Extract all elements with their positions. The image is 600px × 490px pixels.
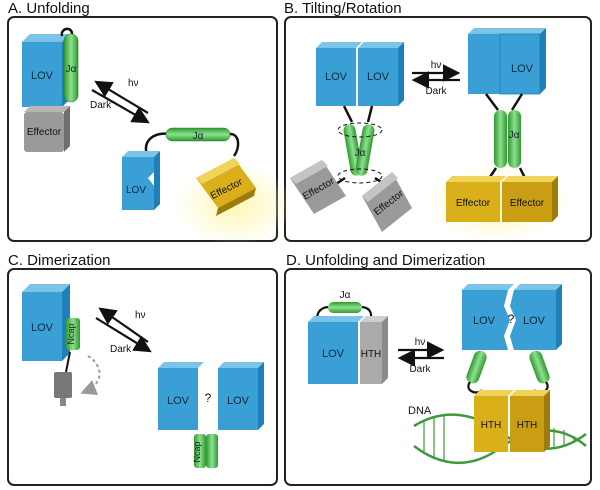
hth-dimer: HTH HTH — [474, 390, 550, 452]
effector-label: Effector — [27, 127, 62, 138]
ja-helices-crossed: Jα — [329, 105, 391, 190]
dna-label: DNA — [408, 405, 432, 417]
lov-label-2: LOV — [126, 185, 146, 196]
svg-text:?: ? — [205, 391, 212, 405]
lov-label: LOV — [31, 70, 54, 82]
panel-d-frame — [284, 268, 592, 486]
ja-helices-parallel: Jα — [485, 93, 528, 181]
svg-text:?: ? — [508, 312, 515, 326]
ja-label: Jα — [66, 64, 77, 75]
svg-text:LOV: LOV — [473, 315, 496, 327]
effector-domain-yellow: Effector — [196, 158, 256, 216]
svg-text:LOV: LOV — [511, 63, 534, 75]
lov-monomer: LOV — [22, 284, 70, 361]
effector-domain: Effector — [24, 106, 70, 152]
svg-text:hν: hν — [431, 60, 442, 71]
light-label: hν — [128, 78, 139, 89]
svg-text:LOV: LOV — [167, 395, 190, 407]
svg-text:HTH: HTH — [517, 420, 538, 431]
ncap-helix: Ncap — [65, 318, 80, 373]
svg-text:Dark: Dark — [425, 86, 447, 97]
svg-text:Jα: Jα — [509, 130, 520, 141]
svg-text:Jα: Jα — [355, 148, 366, 159]
dark-label: Dark — [90, 100, 112, 111]
hth-domain: HTH — [360, 316, 388, 384]
panel-c-frame — [7, 268, 278, 486]
ja-helices-extended — [466, 350, 550, 394]
lov-domain-unfolded: LOV — [122, 151, 160, 210]
ja-label-2: Jα — [193, 131, 204, 142]
svg-text:Dark: Dark — [110, 344, 132, 355]
panel-a-content: LOV Jα Effector hν Dark Jα — [22, 27, 295, 245]
svg-text:LOV: LOV — [523, 315, 546, 327]
svg-text:LOV: LOV — [367, 71, 390, 83]
svg-text:Ncap: Ncap — [192, 441, 202, 462]
svg-text:Jα: Jα — [340, 290, 351, 301]
panel-b-title: B. Tilting/Rotation — [284, 0, 402, 17]
panel-d-content: Jα LOV HTH hν Dark LOV LOV ? — [308, 284, 587, 465]
svg-text:Dark: Dark — [409, 364, 431, 375]
svg-text:HTH: HTH — [481, 420, 502, 431]
panel-b-content: LOV LOV Jα Effector Effector — [290, 28, 570, 241]
ja-helix: Jα — [60, 27, 79, 103]
lov-domain: LOV — [22, 34, 70, 107]
svg-text:LOV: LOV — [325, 71, 348, 83]
effector-right-gray: Effector — [362, 172, 412, 232]
effector-left-gray: Effector — [290, 160, 346, 214]
svg-text:LOV: LOV — [31, 322, 54, 334]
svg-text:HTH: HTH — [361, 349, 382, 360]
svg-text:LOV: LOV — [322, 348, 345, 360]
ja-helix: Jα — [316, 290, 373, 321]
svg-text:hν: hν — [415, 337, 426, 348]
svg-text:hν: hν — [135, 310, 146, 321]
effector-dimer-yellow: Effector Effector — [446, 176, 558, 222]
lov-dimer: LOV LOV ? — [158, 362, 264, 430]
lov-dimer-right: LOV — [468, 28, 546, 95]
svg-text:LOV: LOV — [227, 395, 250, 407]
panel-a-frame — [7, 16, 278, 242]
small-effector — [54, 372, 72, 406]
panel-c-content: LOV Ncap hν Dark LOV LOV ? Nca — [22, 284, 264, 468]
lov-dimer: LOV LOV ? — [462, 284, 562, 350]
lov-dimer-left: LOV LOV — [316, 42, 404, 106]
svg-text:Effector: Effector — [510, 198, 545, 209]
panel-d-title: D. Unfolding and Dimerization — [286, 252, 486, 269]
lov-domain: LOV — [308, 316, 364, 384]
svg-text:Effector: Effector — [456, 198, 491, 209]
ncap-helices: Ncap — [192, 434, 218, 468]
panel-c-title: C. Dimerization — [8, 252, 111, 269]
svg-text:Ncap: Ncap — [66, 323, 76, 344]
panel-a-title: A. Unfolding — [8, 0, 90, 17]
panel-b-frame — [284, 16, 592, 242]
